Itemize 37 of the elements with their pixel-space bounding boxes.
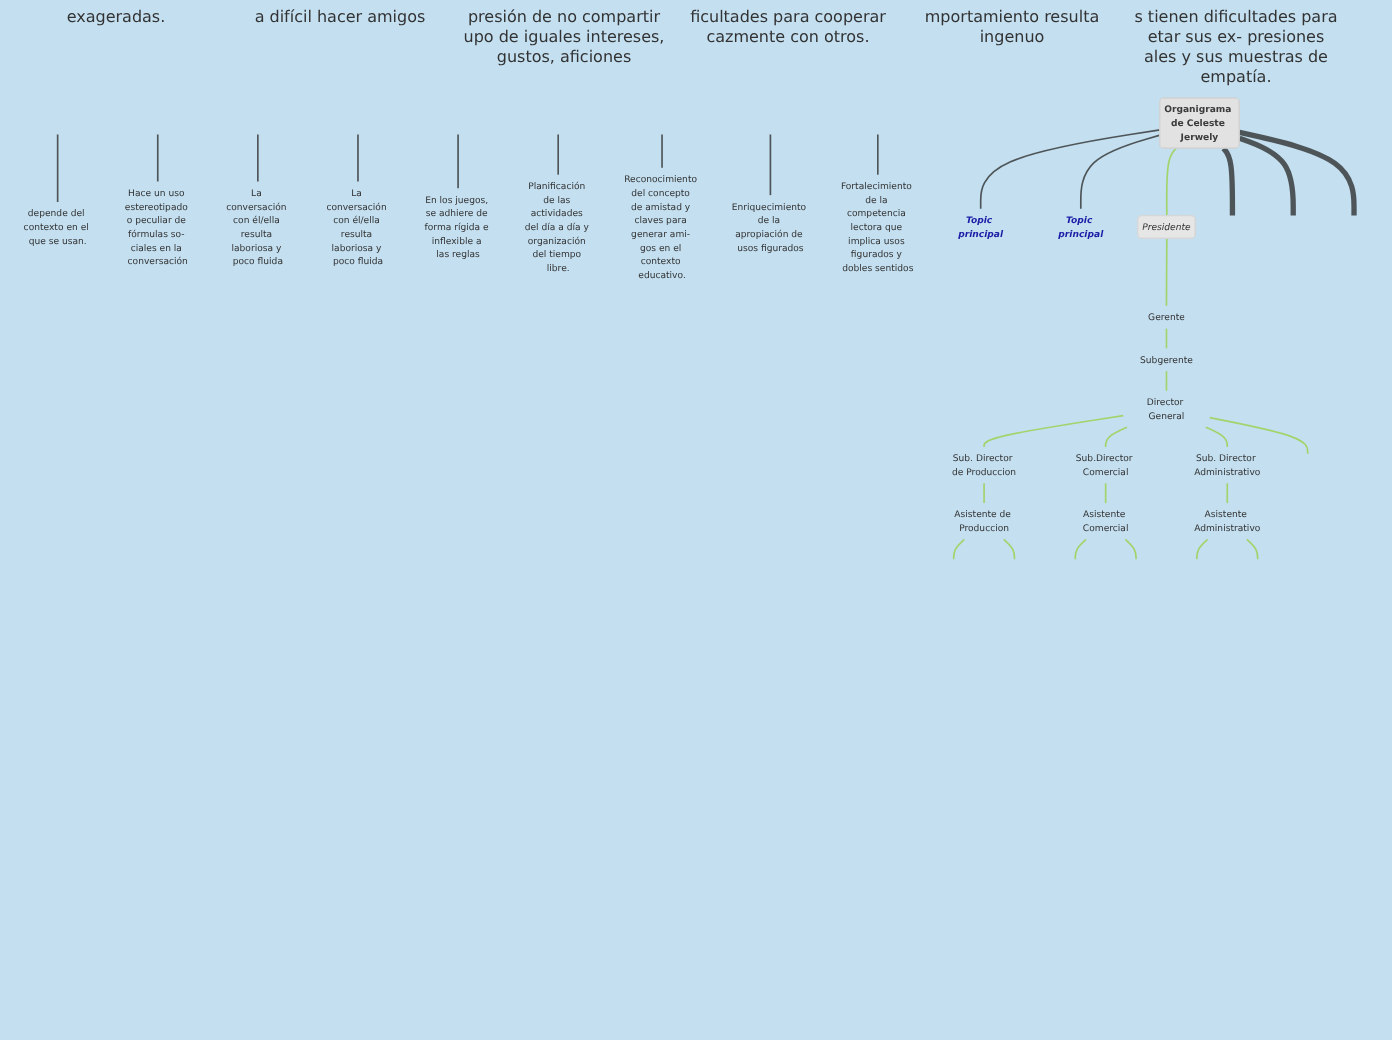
connector	[1165, 237, 1168, 307]
connector	[56, 133, 59, 203]
connector	[557, 133, 560, 176]
note-text: s tienen dificultades para etar sus ex- presiones ales y sus muestras de empatía.	[1132, 8, 1340, 88]
connector	[257, 133, 259, 183]
connector	[983, 414, 1125, 448]
connector	[1074, 538, 1087, 560]
connector	[1239, 129, 1357, 216]
connector	[1196, 538, 1209, 560]
connector	[1165, 327, 1168, 350]
connector	[952, 538, 966, 560]
note-text: exageradas.	[64, 8, 168, 30]
connector	[1079, 134, 1161, 210]
connector	[661, 133, 663, 169]
connector	[1208, 416, 1309, 455]
connector	[1124, 538, 1137, 560]
connector	[983, 482, 985, 504]
connector	[769, 133, 772, 196]
connector	[1002, 538, 1016, 560]
note-text: ficultades para cooperar cazmente con otros.	[688, 8, 888, 50]
connector	[1165, 370, 1168, 392]
note-text: presión de no compartir upo de iguales intereses, gustos, aficiones	[461, 8, 667, 70]
connector	[876, 133, 879, 176]
connector	[1238, 135, 1296, 216]
connector	[1104, 426, 1128, 448]
connector	[979, 129, 1161, 210]
connector	[357, 133, 359, 183]
connector	[1205, 426, 1229, 448]
connector	[457, 133, 459, 190]
connector	[1226, 482, 1229, 504]
connector	[156, 133, 159, 183]
connector	[1221, 146, 1236, 216]
connector	[1104, 482, 1107, 504]
note-text: mportamiento resulta ingenuo	[922, 8, 1102, 50]
connector	[1246, 538, 1259, 560]
connector	[1165, 147, 1177, 217]
note-text: a difícil hacer amigos	[252, 8, 428, 30]
